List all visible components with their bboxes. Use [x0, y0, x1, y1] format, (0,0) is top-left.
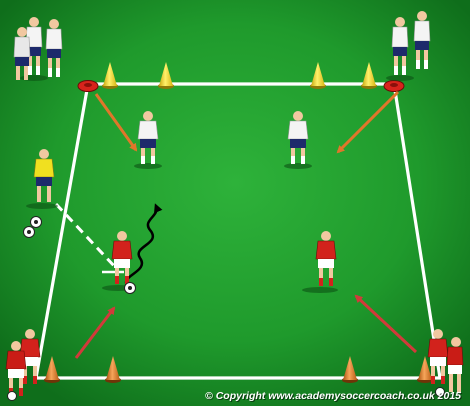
- soccer-ball-icon: [24, 227, 35, 238]
- disc-marker-icon: [78, 81, 98, 92]
- soccer-ball-icon: [31, 217, 42, 228]
- copyright-text: © Copyright www.academysoccercoach.co.uk…: [205, 390, 461, 402]
- soccer-ball-icon: [8, 392, 17, 401]
- disc-marker-icon: [384, 81, 404, 92]
- soccer-ball-icon: [125, 283, 136, 294]
